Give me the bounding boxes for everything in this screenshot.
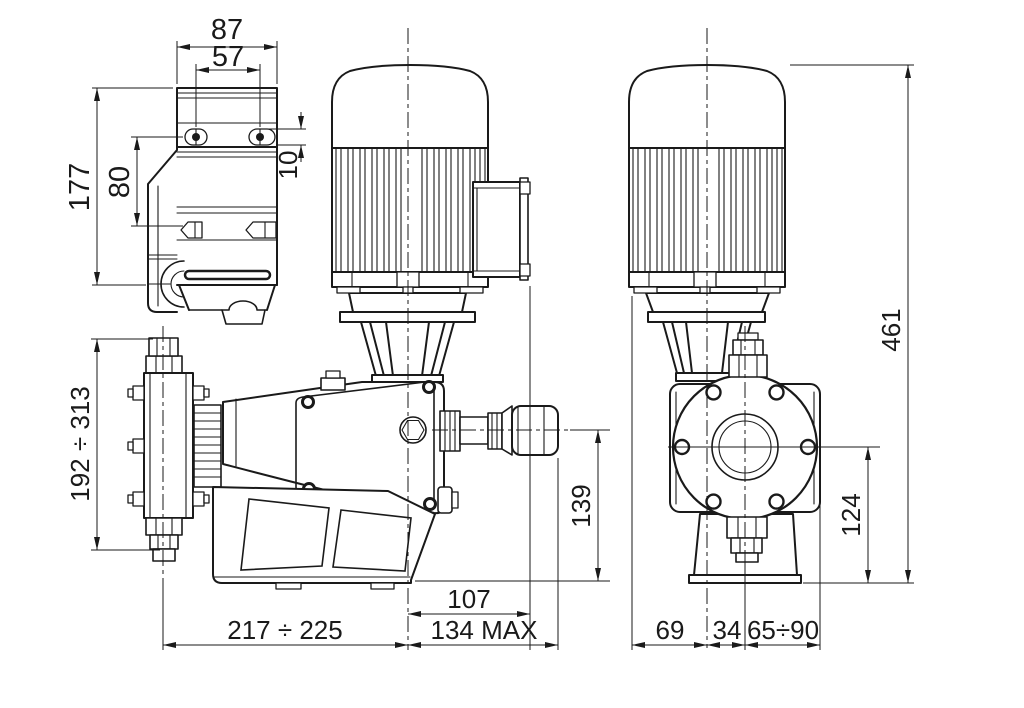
dim-slot-spacing: 57: [212, 41, 244, 73]
dim-length-range: 217 ÷ 225: [227, 615, 342, 645]
head-adapter-ribs: [193, 404, 222, 488]
bracket-bar: [183, 269, 272, 281]
bracket-upper-slots: [184, 128, 276, 146]
dim-plate-width: 87: [211, 14, 243, 46]
side-motor-fins: [632, 149, 783, 271]
front-dimensions: 139 107 134 MAX 217 ÷ 225 192 ÷ 313: [65, 286, 610, 650]
front-motor-fin-body: [331, 147, 489, 273]
dim-total-height: 461: [876, 308, 906, 351]
dim-foot-to-motor-axis: 69: [656, 615, 685, 645]
dim-shaft-axis-height: 139: [566, 484, 596, 527]
dim-slot-width: 10: [273, 151, 303, 180]
front-view: 139 107 134 MAX 217 ÷ 225 192 ÷ 313: [65, 28, 610, 650]
bracket-dimensions: 87 57 177 80 10: [64, 14, 306, 286]
dim-slot-row-spacing: 80: [104, 166, 136, 198]
side-dimensions: 461 124 69 34 65÷90: [631, 64, 914, 650]
dim-head-side-range: 65÷90: [747, 615, 819, 645]
bracket-view: 87 57 177 80 10: [64, 14, 306, 325]
dim-axis-offset: 34: [713, 615, 742, 645]
pump-head-front: [127, 337, 210, 562]
head-flange-bolts: [127, 385, 210, 507]
bracket-lower-slots: [180, 221, 277, 239]
dim-head-height-range: 192 ÷ 313: [65, 386, 95, 501]
sight-glass: [399, 416, 427, 444]
dim-knob-max-depth: 134 MAX: [431, 615, 538, 645]
front-motor: [331, 64, 489, 294]
dim-bracket-height: 177: [64, 163, 96, 211]
dim-axis-to-base: 124: [836, 493, 866, 536]
junction-box: [472, 177, 531, 281]
oil-filler-boss: [320, 377, 346, 391]
pump-foot: [212, 486, 436, 590]
side-view: 461 124 69 34 65÷90: [628, 28, 914, 650]
dim-motor-depth: 107: [447, 584, 490, 614]
suction-valve-fitting: [726, 516, 768, 563]
drain-boss: [437, 486, 453, 514]
discharge-valve-fitting: [728, 332, 768, 378]
